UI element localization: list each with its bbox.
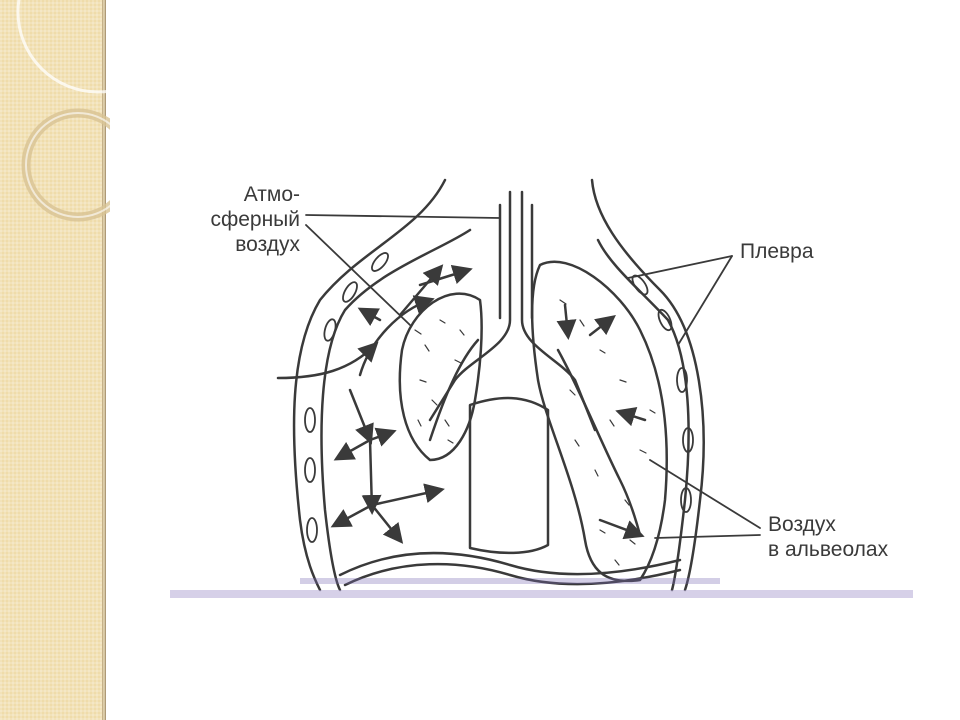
- chest-wall-left-outer: [292, 178, 447, 592]
- atmospheric-air-label-line2: сферный: [210, 208, 300, 231]
- pleura-pointer: [627, 255, 733, 279]
- scan-artifact: [170, 578, 913, 598]
- atmospheric-air-label-line1: Атмо-: [243, 183, 300, 206]
- chest-wall-left-inner: [320, 228, 472, 592]
- left-lung-texture: [414, 319, 465, 444]
- air-flow-arrow: [276, 341, 379, 380]
- right-bronchus: [556, 348, 642, 537]
- air-flow-arrow: [598, 518, 645, 540]
- air-flow-arrow: [357, 307, 382, 327]
- right-lung: [530, 260, 668, 583]
- air-flow-arrow: [368, 427, 397, 447]
- air-flow-arrow: [398, 264, 444, 317]
- air-flow-arrow: [556, 303, 577, 340]
- mediastinum: [468, 396, 550, 555]
- diaphragm: [338, 551, 682, 577]
- atmospheric-air-pointer: [305, 214, 501, 219]
- left-bronchus: [428, 338, 480, 442]
- air-flow-arrow: [418, 264, 473, 287]
- right-lung-texture: [559, 299, 656, 566]
- diaphragm-inner: [343, 562, 682, 587]
- atmospheric-air-pointer: [305, 224, 411, 326]
- air-flow-arrow: [588, 314, 616, 337]
- alveolar-air-label-line2: в альвеолах: [768, 538, 889, 561]
- air-flow-arrow: [348, 388, 374, 445]
- alveolar-air-label: Воздух в альвеолах: [768, 512, 888, 562]
- chest-wall-right-outer: [590, 178, 705, 592]
- air-flow-arrow: [358, 295, 435, 377]
- strip-divider: [102, 0, 106, 720]
- air-flow-arrow: [333, 438, 372, 461]
- alveolar-air-pointer: [649, 459, 761, 529]
- chest-wall-right-inner: [596, 238, 690, 592]
- alveolar-air-pointer: [654, 534, 761, 539]
- air-flow-arrow: [370, 503, 404, 544]
- air-flow-arrow: [615, 407, 647, 427]
- trachea-inner: [498, 203, 534, 320]
- alveolar-air-label-line1: Воздух: [768, 513, 836, 536]
- pleura-label: Плевра: [740, 240, 814, 263]
- air-flow-arrow: [370, 483, 445, 507]
- air-flow-arrow: [330, 503, 374, 528]
- pleural-cells: [304, 252, 694, 543]
- trachea: [428, 190, 597, 432]
- pleura-pointer: [677, 255, 733, 346]
- atmospheric-air-label-line3: воздух: [235, 233, 300, 256]
- decorative-circles: [16, 0, 110, 222]
- atmospheric-air-label: Атмо- сферный воздух: [178, 182, 300, 257]
- air-flow-arrow: [361, 438, 382, 515]
